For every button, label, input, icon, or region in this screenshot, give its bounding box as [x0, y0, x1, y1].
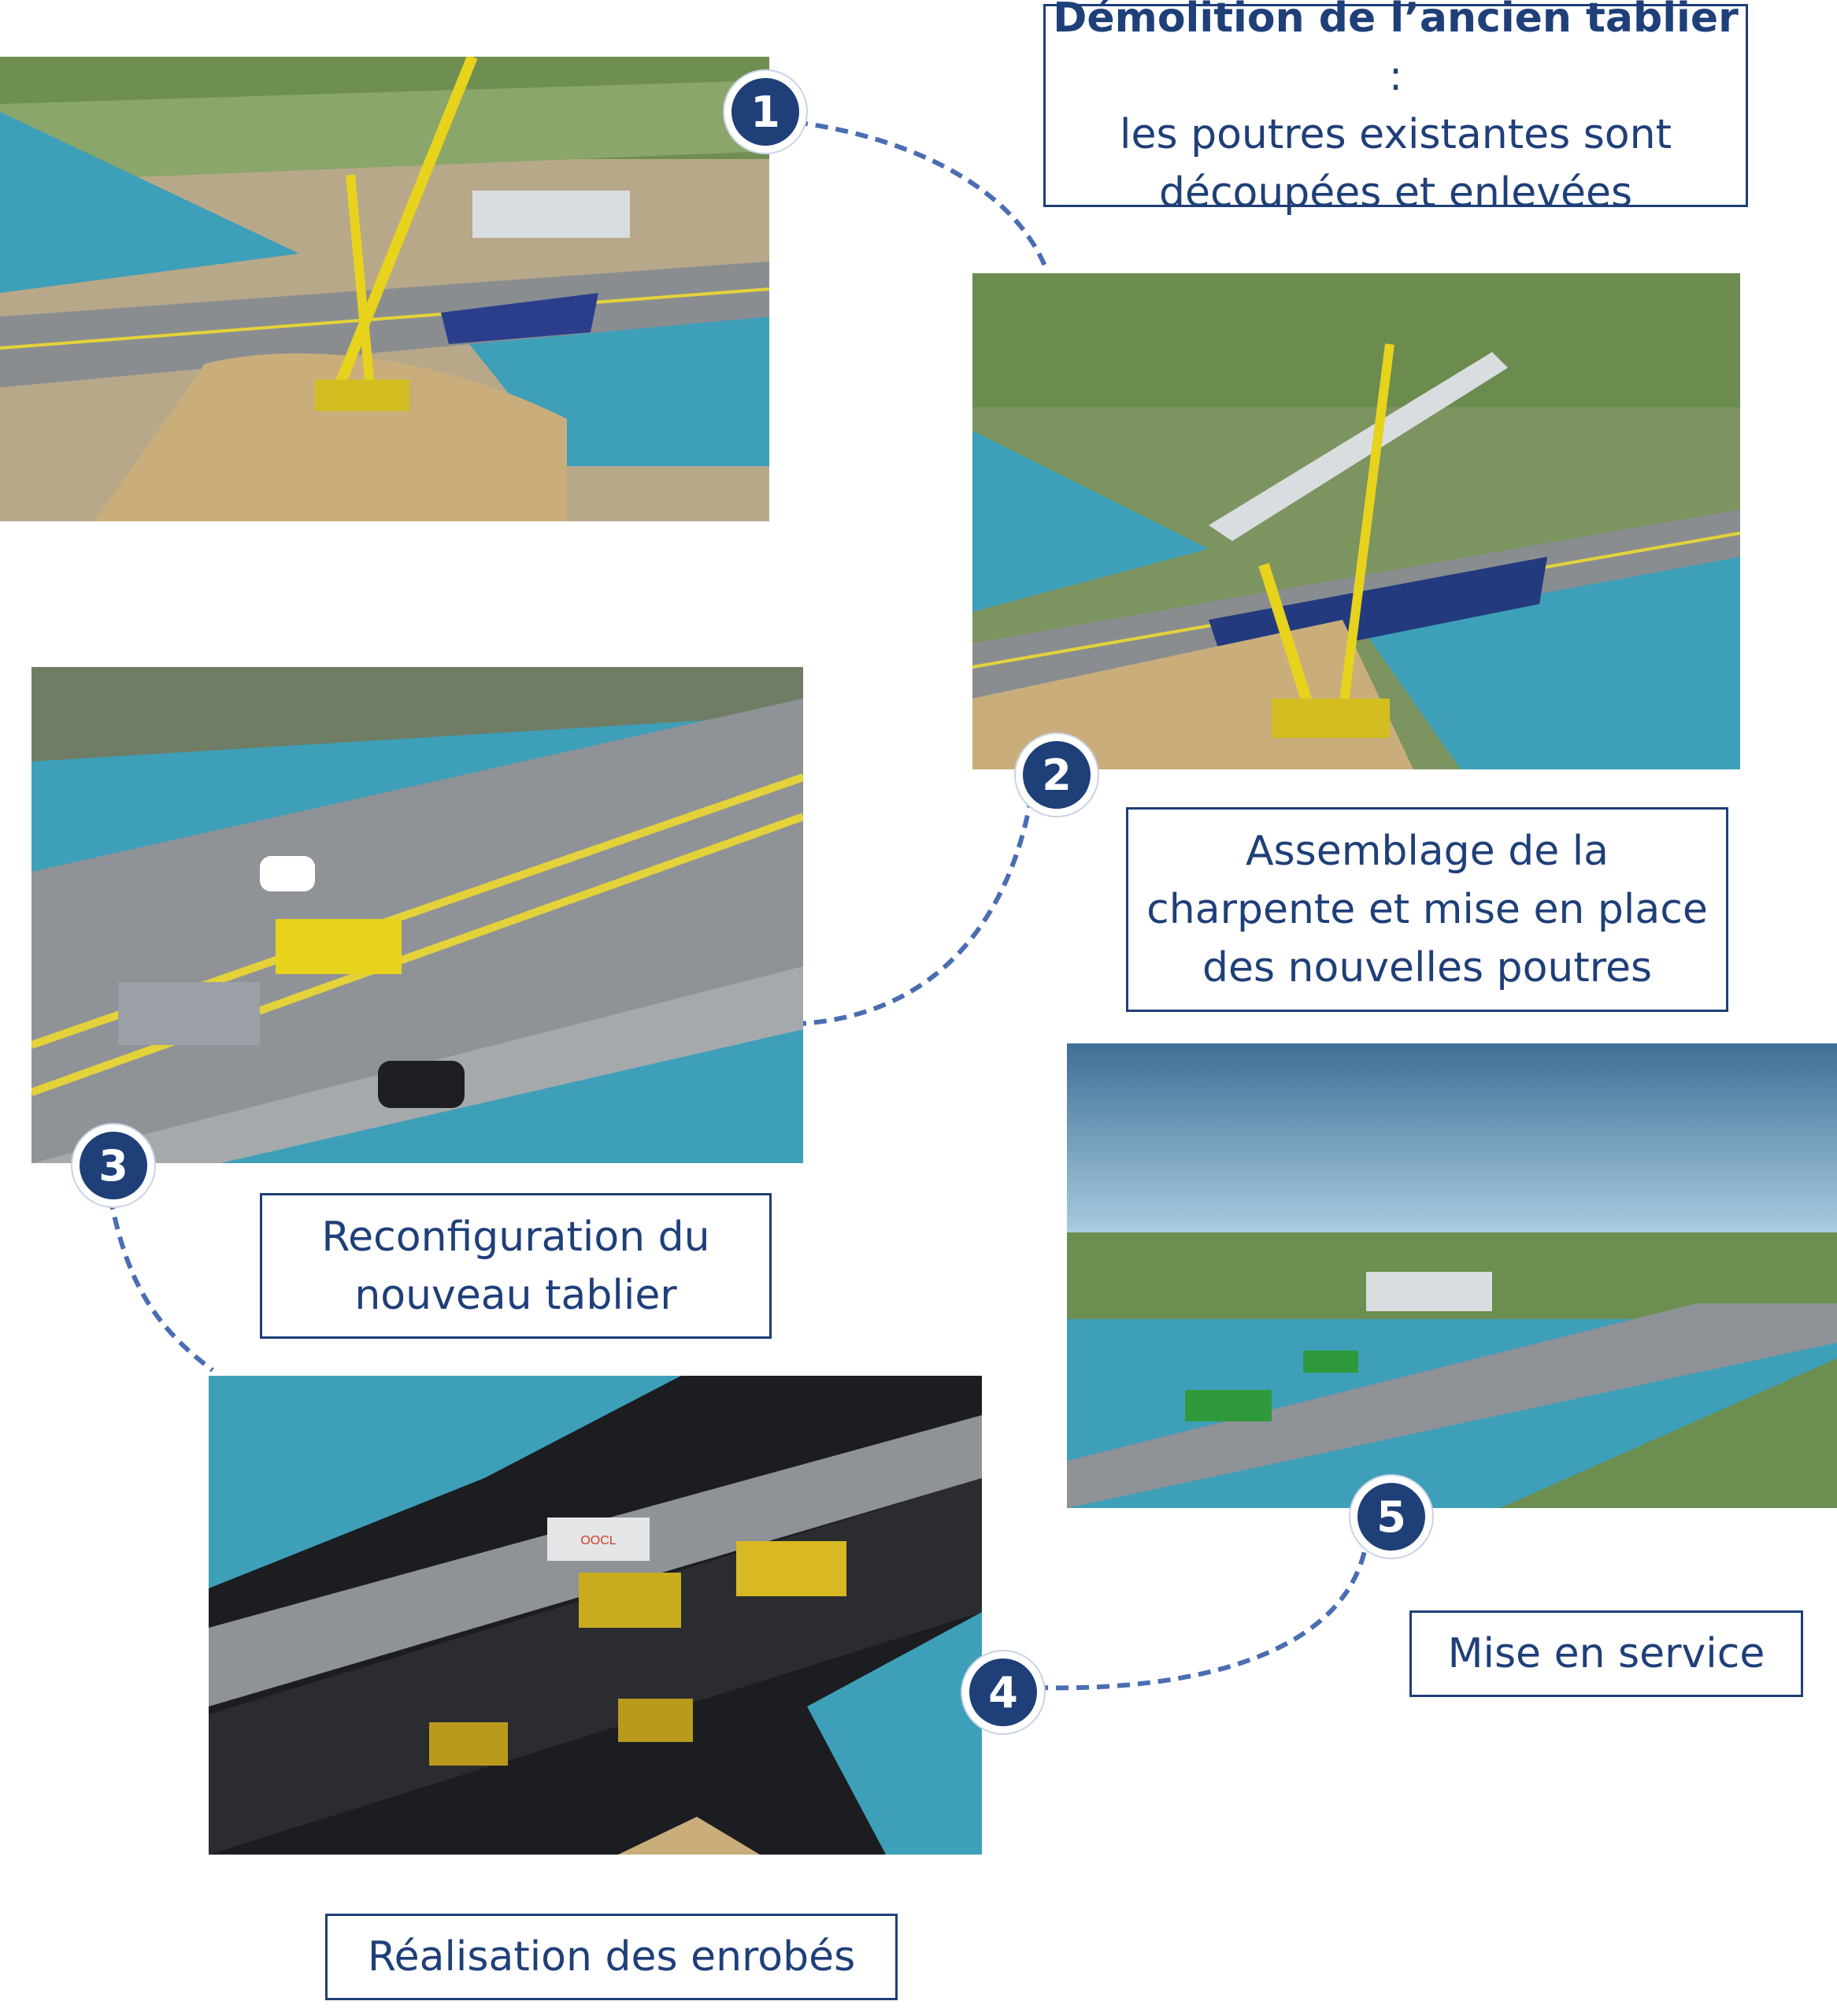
step-4-line-1: Réalisation des enrobés — [367, 1933, 856, 1981]
step-3-badge: 3 — [72, 1125, 154, 1206]
step-3-line-1: Reconfiguration du — [321, 1213, 710, 1261]
step-5-label: Mise en service — [1409, 1610, 1803, 1697]
step-1-label: Démolition de l’ancien tablier : les pou… — [1043, 0, 1748, 217]
scene-mise-en-service-image — [1067, 1043, 1837, 1508]
step-2-line-1: Assemblage de la — [1245, 828, 1609, 875]
step-5-line-1: Mise en service — [1447, 1630, 1765, 1677]
step-4-badge: 4 — [962, 1651, 1044, 1733]
scene-demolition-image — [0, 57, 769, 521]
step-2-label: Assemblage de la charpente et mise en pl… — [1126, 807, 1728, 1012]
connector-4-5 — [1035, 1543, 1368, 1691]
step-3-line-2: nouveau tablier — [354, 1271, 677, 1319]
step-1-line-2: les poutres existantes sont — [1120, 111, 1672, 158]
step-1-title: Démolition de l’ancien tablier — [1053, 0, 1739, 42]
connector-2-3 — [798, 795, 1034, 1026]
scene-reconfiguration-image — [31, 667, 803, 1163]
step-5-badge: 5 — [1350, 1476, 1432, 1558]
step-1-badge: 1 — [724, 71, 806, 153]
step-2-line-3: des nouvelles poutres — [1202, 944, 1653, 991]
step-2-badge: 2 — [1016, 734, 1098, 816]
step-1-title-suffix: : — [1388, 53, 1403, 100]
connector-1-2 — [794, 120, 1050, 273]
step-3-label: Reconfiguration du nouveau tablier — [260, 1193, 772, 1339]
step-2-line-2: charpente et mise en place — [1146, 886, 1708, 933]
scene-enrobes-image: OOCL — [209, 1376, 982, 1855]
step-4-label: Réalisation des enrobés — [325, 1914, 898, 2000]
step-1-line-3: découpées et enlevées — [1158, 169, 1633, 217]
scene-assemblage-image — [972, 273, 1740, 769]
connector-3-4 — [108, 1196, 214, 1373]
truck-logo-text: OOCL — [580, 1534, 616, 1547]
